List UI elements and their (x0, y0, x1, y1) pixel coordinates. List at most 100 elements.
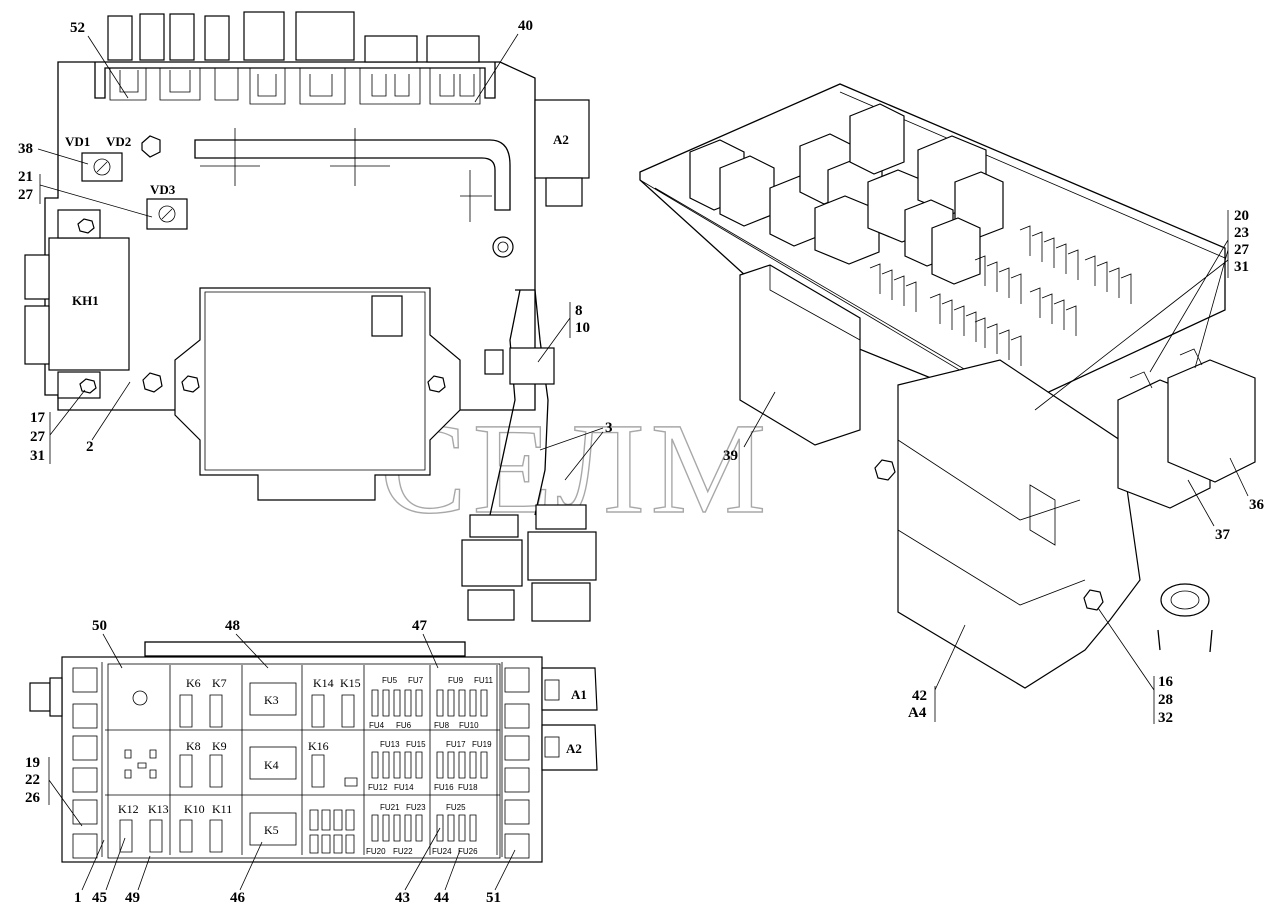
label-fu25: FU25 (446, 803, 466, 812)
callout-43: 43 (395, 890, 410, 906)
label-fu7: FU7 (408, 676, 424, 685)
label-fu22: FU22 (393, 847, 413, 856)
label-fu13: FU13 (380, 740, 400, 749)
callout-1: 1 (74, 890, 82, 906)
relay-k4 (249, 746, 297, 780)
label-k4: K4 (264, 758, 279, 772)
callout-52: 52 (70, 20, 85, 36)
callout-42: 42 (912, 688, 927, 704)
label-fu6: FU6 (396, 721, 412, 730)
callout-48: 48 (225, 618, 240, 634)
label-k6: K6 (186, 676, 201, 690)
callout-27c: 27 (1234, 242, 1250, 258)
label-fu18: FU18 (458, 783, 478, 792)
label-fu24: FU24 (432, 847, 452, 856)
label-k9: K9 (212, 739, 227, 753)
callout-8: 8 (575, 303, 583, 319)
fastener (132, 690, 148, 706)
callout-40: 40 (518, 18, 533, 34)
callout-23: 23 (1234, 225, 1249, 241)
callout-27: 27 (18, 187, 34, 203)
label-vd2: VD2 (106, 134, 131, 149)
label-fu21: FU21 (380, 803, 400, 812)
label-a2-conn: A2 (566, 741, 582, 756)
callout-37: 37 (1215, 527, 1231, 543)
module-a4 (897, 359, 1141, 689)
callout-51: 51 (486, 890, 501, 906)
label-k13: K13 (148, 802, 169, 816)
bolt (427, 375, 446, 393)
label-kh1: KH1 (72, 293, 99, 308)
label-k3: K3 (264, 693, 279, 707)
callout-17: 17 (30, 410, 46, 426)
callout-47: 47 (412, 618, 428, 634)
label-fu4: FU4 (369, 721, 385, 730)
mounting-plate (44, 61, 536, 411)
block-housing (639, 83, 1226, 411)
label-k10: K10 (184, 802, 205, 816)
label-fu17: FU17 (446, 740, 466, 749)
callout-27b: 27 (30, 429, 46, 445)
callout-16: 16 (1158, 674, 1174, 690)
grommet (1160, 583, 1210, 617)
label-fu8: FU8 (434, 721, 450, 730)
upper-plate-view: VD1 VD2 VD3 A2 KH1 52 40 38 21 27 (18, 11, 613, 622)
callout-28: 28 (1158, 692, 1173, 708)
callout-3: 3 (605, 420, 613, 436)
connector-a1 (541, 667, 598, 711)
callout-22: 22 (25, 772, 40, 788)
lower-block-front-view: A1 A2 K3 K4 K5 K6 K7 K14 K15 K8 K9 K16 K… (25, 618, 598, 906)
label-k7: K7 (212, 676, 227, 690)
label-fu9: FU9 (448, 676, 464, 685)
label-vd1: VD1 (65, 134, 90, 149)
connector-a2 (541, 724, 598, 771)
label-a2: A2 (553, 132, 569, 147)
label-fu16: FU16 (434, 783, 454, 792)
label-fu5: FU5 (382, 676, 398, 685)
bolt (1083, 589, 1104, 611)
bolt (142, 372, 163, 393)
label-a1: A1 (571, 687, 587, 702)
bolt (77, 218, 95, 234)
callout-a4: A4 (908, 705, 927, 721)
top-connector-row (94, 11, 496, 105)
relay-k5 (249, 812, 297, 846)
label-fu23: FU23 (406, 803, 426, 812)
callout-21: 21 (18, 169, 33, 185)
callout-50: 50 (92, 618, 107, 634)
bolt (79, 378, 97, 394)
label-k14: K14 (313, 676, 334, 690)
ground-stud (492, 236, 514, 258)
label-fu14: FU14 (394, 783, 414, 792)
relay-group (689, 103, 1004, 285)
callout-32: 32 (1158, 710, 1173, 726)
callout-39: 39 (723, 448, 738, 464)
module-a2 (534, 99, 590, 179)
label-fu20: FU20 (366, 847, 386, 856)
callout-44: 44 (434, 890, 450, 906)
callout-26: 26 (25, 790, 41, 806)
side-cells (72, 667, 530, 859)
label-k16: K16 (308, 739, 329, 753)
callout-31b: 31 (1234, 259, 1249, 275)
label-fu19: FU19 (472, 740, 492, 749)
harness-clip (509, 347, 555, 385)
callout-36: 36 (1249, 497, 1265, 513)
callout-45: 45 (92, 890, 107, 906)
label-fu11: FU11 (474, 676, 494, 685)
label-k5: K5 (264, 823, 279, 837)
label-fu10: FU10 (459, 721, 479, 730)
callout-31: 31 (30, 448, 45, 464)
callout-46: 46 (230, 890, 246, 906)
bolt (181, 375, 200, 393)
label-fu26: FU26 (458, 847, 478, 856)
buzzer-kh1 (48, 237, 130, 371)
label-vd3: VD3 (150, 182, 176, 197)
harness-upper (194, 139, 511, 211)
label-fu15: FU15 (406, 740, 426, 749)
callout-38: 38 (18, 141, 33, 157)
controller-unit (174, 287, 461, 501)
module-36 (1167, 359, 1256, 483)
bolt (141, 135, 161, 158)
